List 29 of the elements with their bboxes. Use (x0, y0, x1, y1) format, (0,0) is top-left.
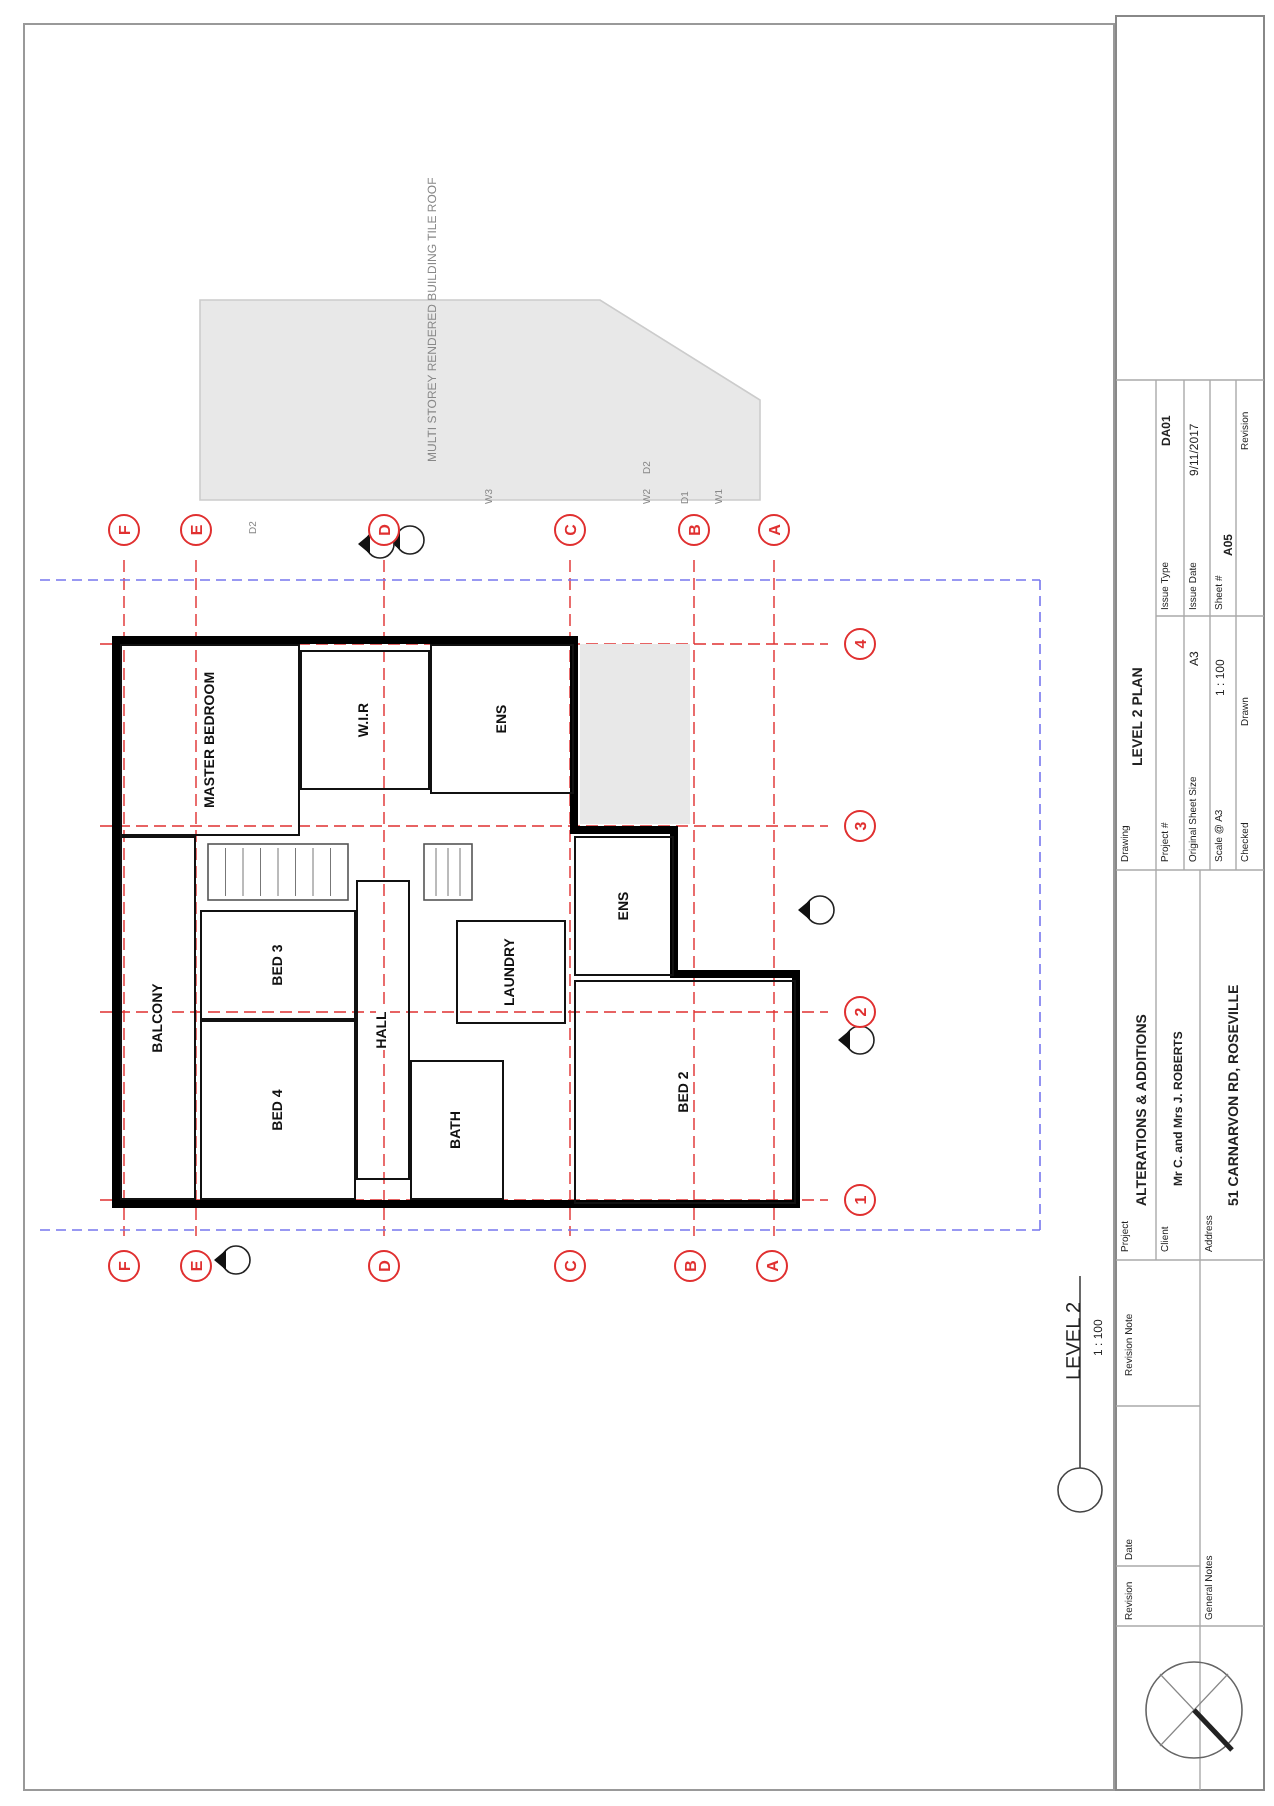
roof-area (580, 644, 690, 824)
grid-bubble: E (180, 1250, 212, 1282)
grid-bubble: C (554, 1250, 586, 1282)
grid-bubble: 3 (844, 810, 876, 842)
grid-bubble: B (674, 1250, 706, 1282)
grid-bubble: 2 (844, 996, 876, 1028)
room-outline (200, 910, 356, 1020)
grid-bubble: D (368, 514, 400, 546)
grid-bubble: E (180, 514, 212, 546)
room-outline (410, 1060, 504, 1200)
room-outline (120, 836, 196, 1200)
grid-bubble: F (108, 1250, 140, 1282)
room-outline (300, 650, 430, 790)
room-outline (200, 1020, 356, 1200)
grid-bubble: C (554, 514, 586, 546)
grid-bubble: A (758, 514, 790, 546)
room-outline (430, 644, 574, 794)
room-outline (120, 644, 300, 836)
grid-bubble: A (756, 1250, 788, 1282)
room-outline (356, 880, 410, 1180)
drawing-title: LEVEL 2 (1066, 1301, 1086, 1380)
room-outline (456, 920, 566, 1024)
room-outline (574, 836, 674, 976)
grid-bubble: B (678, 514, 710, 546)
grid-bubble: 1 (844, 1184, 876, 1216)
room-outline (574, 980, 796, 1204)
grid-bubble: D (368, 1250, 400, 1282)
grid-bubble: 4 (844, 628, 876, 660)
grid-bubble: F (108, 514, 140, 546)
